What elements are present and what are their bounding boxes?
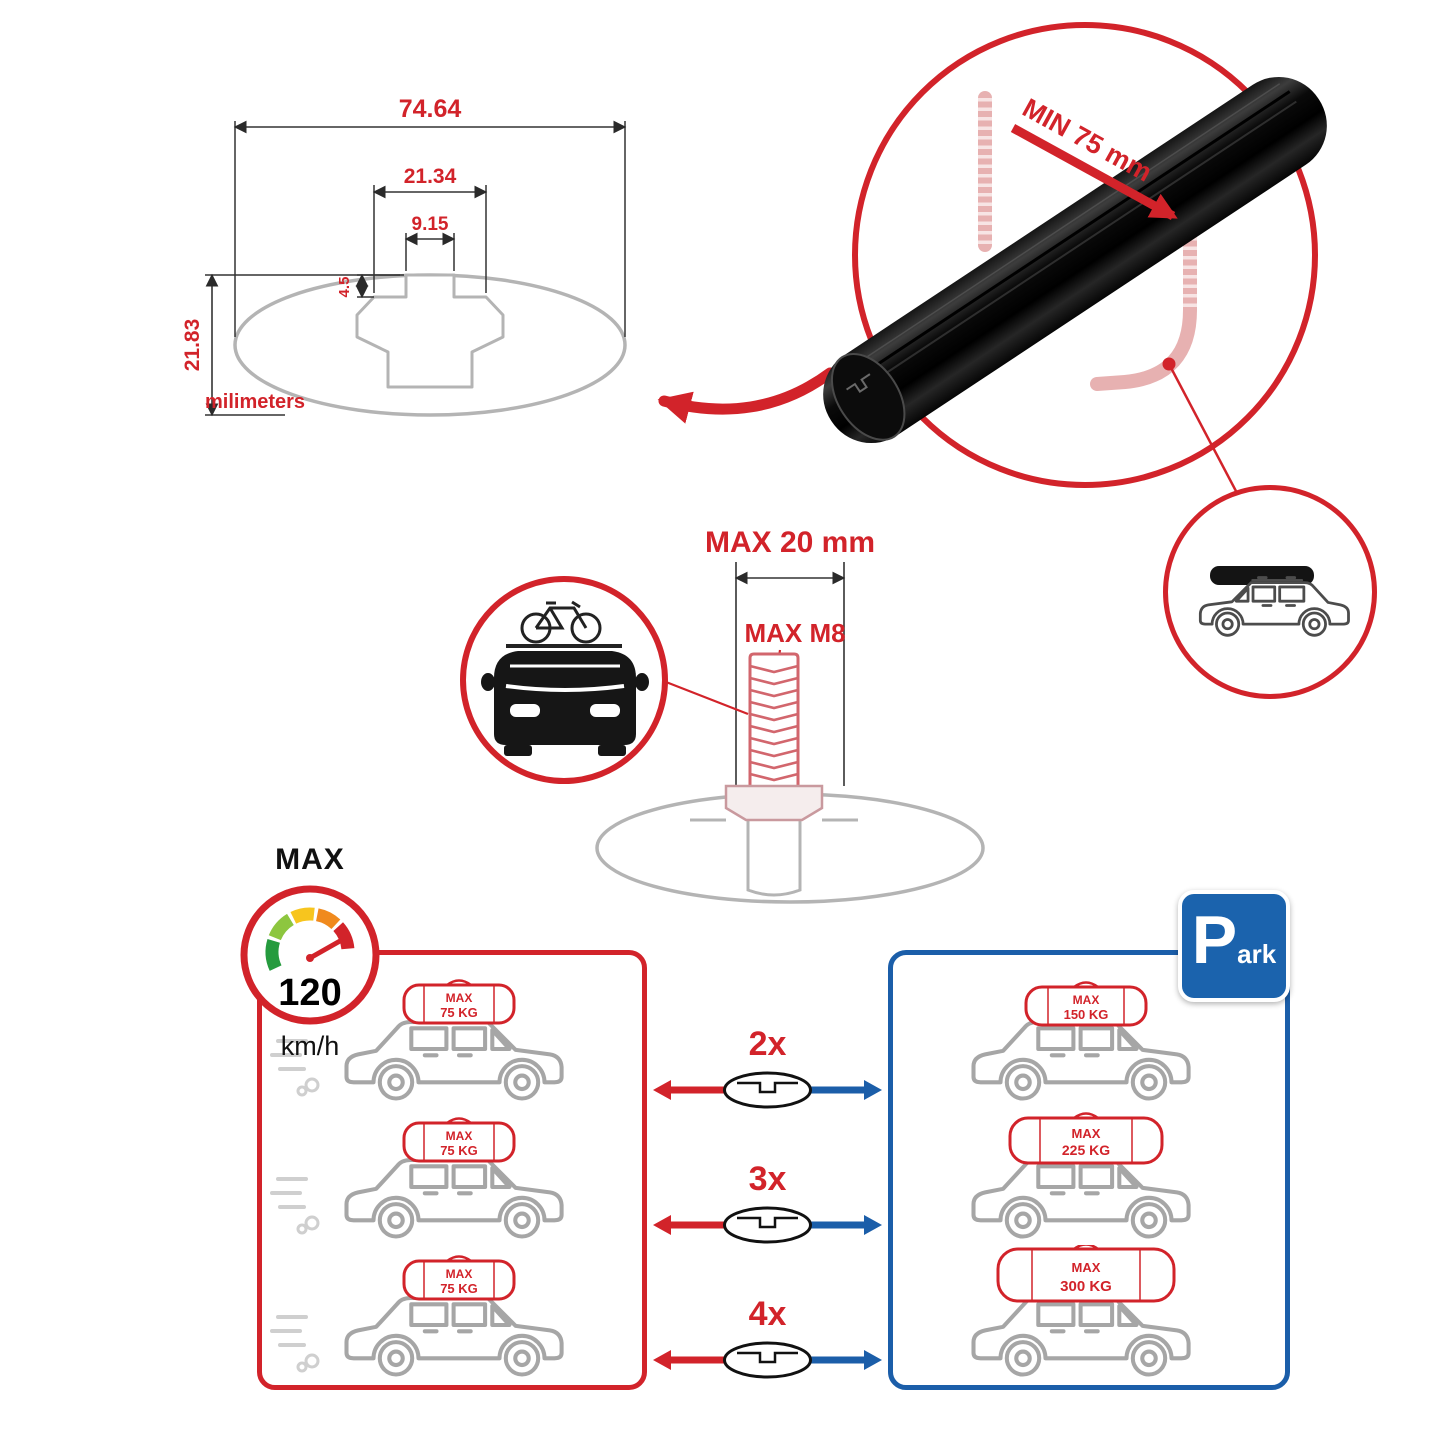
car-front-icon [481,651,649,756]
cargo-max-label: MAX [446,991,473,1005]
roof-cargo-bag: MAX 75 KG [402,1255,516,1301]
multiplier-row: 4x [647,1294,888,1389]
car-icon [347,1291,562,1375]
load-row: MAX 150 KG [893,981,1283,1107]
multiplier-label: 3x [748,1160,787,1198]
cargo-weight-label: 150 KG [1064,1007,1109,1022]
roof-cargo-bag: MAX 300 KG [996,1245,1176,1303]
cargo-weight-label: 75 KG [440,1281,478,1296]
speedometer-icon: 120 [240,885,380,1025]
bolt-length-label: MAX 20 mm [705,526,875,559]
load-row: MAX 225 KG [893,1112,1283,1245]
cargo-weight-label: 75 KG [440,1005,478,1020]
left-arrow-icon [653,1080,671,1100]
gauge-needle [307,938,343,961]
crossbar-channel-profile [355,273,505,389]
right-arrow-icon [864,1350,882,1370]
bolt-head [724,784,824,822]
dim-total-width: 74.64 [399,95,462,123]
dim-total-height: 21.83 [181,319,204,372]
bolt-dimension-diagram: MAX 20 mm MAX M8 [595,526,985,904]
suv-roofbox-circle [1163,485,1377,699]
crossbar-count-icon [653,1206,882,1244]
speed-value: 120 [278,972,341,1014]
cargo-max-label: MAX [1072,1126,1101,1141]
load-row: MAX 75 KG [270,1255,640,1383]
multiplier-row: 2x [647,1024,888,1119]
mounting-bolt-icon [724,652,824,822]
bike-rack-circle [460,576,668,784]
detail-circle [852,22,1318,488]
multiplier-label: 4x [748,1295,787,1333]
cargo-max-label: MAX [1072,1260,1101,1275]
suv-roofbox-icon [1198,566,1351,637]
dim-slot-depth: 4.5 [336,277,353,298]
car-icon [974,1015,1189,1099]
speed-max-label: MAX [275,843,345,876]
pointer-arrow-to-drawing [657,367,836,424]
load-row: MAX 75 KG [270,979,640,1107]
dim-channel-width: 21.34 [404,165,457,188]
crossbar-count-icon [653,1341,882,1379]
cargo-max-label: MAX [446,1267,473,1281]
roof-cargo-bag: MAX 150 KG [1024,981,1148,1027]
min-clamp-arrow [1010,124,1178,220]
roof-cargo-bag: MAX 75 KG [402,979,516,1025]
crossbar-count-icon [653,1071,882,1109]
crossbar-3d-detail: MIN 75 mm [823,22,1327,513]
car-front-bike-icon [481,600,649,756]
left-arrow-icon [653,1215,671,1235]
cargo-max-label: MAX [446,1129,473,1143]
roof-cargo-bag: MAX 75 KG [402,1117,516,1163]
park-sign-suffix: ark [1237,939,1277,969]
crossbar-3d [823,76,1327,444]
cargo-weight-label: 225 KG [1062,1142,1110,1158]
load-row: MAX 75 KG [270,1117,640,1245]
left-arrow-icon [653,1350,671,1370]
clamp-to-car-connector [1167,363,1249,513]
right-arrow-icon [864,1080,882,1100]
car-icon [974,1291,1189,1375]
car-icon [974,1153,1189,1237]
bolt-thread-label: MAX M8 [744,618,845,648]
suv-side-icon [1198,576,1351,637]
multiplier-row: 3x [647,1159,888,1254]
car-to-bolt-connector [665,680,749,716]
cargo-weight-label: 75 KG [440,1143,478,1158]
speed-unit-label: km/h [280,1031,340,1061]
cargo-weight-label: 300 KG [1060,1278,1112,1295]
cargo-max-label: MAX [1073,993,1100,1007]
park-sign-p: P [1191,902,1238,978]
crossbar-dimension-drawing: 74.64 21.34 9.15 4.5 21.83 milimeters [181,95,627,417]
speed-limit-block: MAX 120 km/h [228,843,392,1062]
bicycle-icon [520,600,602,644]
dim-slot-width: 9.15 [412,214,449,235]
right-arrow-icon [864,1215,882,1235]
car-icon [347,1153,562,1237]
t-slot-stem [746,820,802,897]
crossbar-quantity-column: 2x 3x 4x [647,952,888,1388]
parked-load-panel: MAX 150 KG MAX 225 KG MAX 300 KG [888,950,1290,1390]
multiplier-label: 2x [748,1025,787,1063]
roof-cargo-bag: MAX 225 KG [1008,1112,1164,1165]
load-row: MAX 300 KG [893,1245,1283,1383]
units-label: milimeters [205,391,305,413]
